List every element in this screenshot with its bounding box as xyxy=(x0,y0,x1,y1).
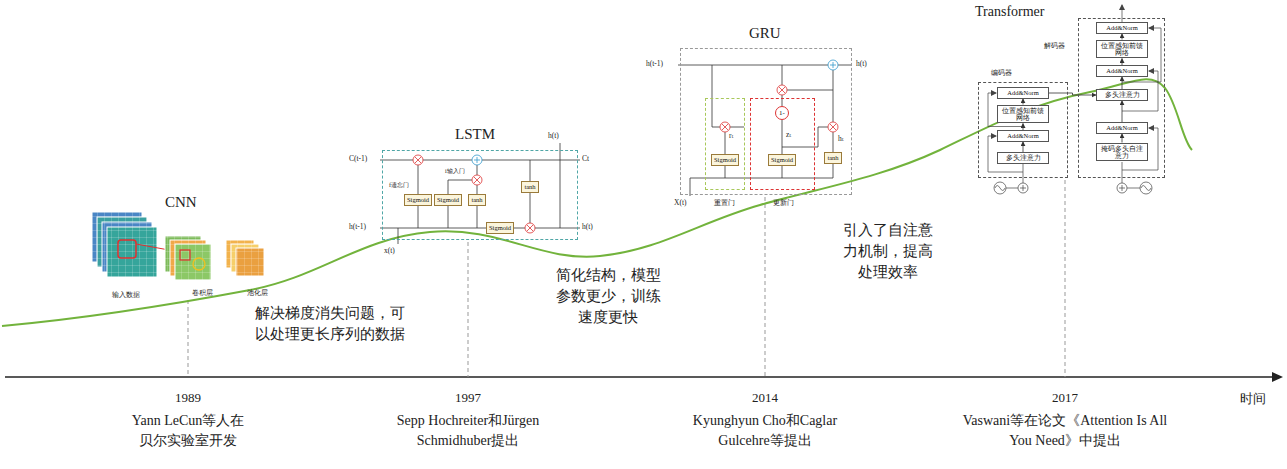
block-text: 多头注意力 xyxy=(1000,154,1046,161)
signal-name: h(t-1) xyxy=(646,59,663,68)
block-text: tanh xyxy=(827,154,838,161)
origin-note: Kyunghyun Cho和Caglar Gulcehre等提出 xyxy=(677,411,853,450)
cnn-layers xyxy=(92,212,264,280)
flow-arrow xyxy=(1122,59,1123,66)
add-norm: Add&Norm xyxy=(1096,22,1148,33)
layer-label: 输入数据 xyxy=(112,291,140,299)
block-text: 位置感知前馈网络 xyxy=(1000,107,1046,122)
origin-note: Vaswani等在论文《Attention Is All You Need》中提… xyxy=(962,411,1168,450)
block-text: tanh xyxy=(471,196,482,203)
timeline-axis xyxy=(5,180,1283,382)
block-text: Sigmoid xyxy=(714,156,736,163)
decoder: 解码器Add&Norm位置感知前馈网络Add&Norm多头注意力Add&Norm… xyxy=(1078,18,1165,178)
block-text: Sigmoid xyxy=(407,196,429,203)
sigmoid-box: Sigmoid xyxy=(434,194,462,205)
reset-gate: 重置门Sigmoid xyxy=(705,98,745,190)
model-title: CNN xyxy=(165,193,197,211)
block-text: Add&Norm xyxy=(1000,132,1046,139)
add-norm: Add&Norm xyxy=(1096,122,1148,133)
layer-label: 卷积层 xyxy=(192,289,213,297)
one-minus-op: 1- xyxy=(775,106,789,120)
signal-name: h(t) xyxy=(548,131,559,140)
gru-cell: GRU重置门Sigmoid更新门1-Sigmoidtanh xyxy=(680,48,852,195)
block-text: Sigmoid xyxy=(437,196,459,203)
update-gate: 更新门1-Sigmoid xyxy=(750,98,815,190)
flow-arrow xyxy=(1049,93,1096,95)
axis-label: 时间 xyxy=(1240,391,1266,407)
feed-forward: 位置感知前馈网络 xyxy=(1096,40,1148,59)
signal-name: hₜ xyxy=(838,134,844,143)
sigmoid-box: Sigmoid xyxy=(711,154,739,165)
gate-name: i输入门 xyxy=(445,168,465,175)
year: 1997 xyxy=(443,389,493,407)
gru-wiring xyxy=(678,60,852,196)
block-heading: 重置门 xyxy=(714,200,735,208)
signal-name: h(t) xyxy=(582,222,593,231)
flow-arrow xyxy=(1122,134,1123,143)
multi-head-attention: 多头注意力 xyxy=(997,152,1049,163)
block-text: 掩码多头自注意力 xyxy=(1099,145,1145,160)
lstm-wiring xyxy=(380,143,580,244)
block-text: Add&Norm xyxy=(1099,67,1145,74)
block-text: Sigmoid xyxy=(489,224,511,231)
tanh-box: tanh xyxy=(468,194,485,205)
sigmoid-box: Sigmoid xyxy=(768,154,796,165)
flow-arrow xyxy=(1023,124,1024,131)
block-heading: 解码器 xyxy=(1044,43,1065,51)
flow-arrow xyxy=(1122,77,1123,90)
block-text: 位置感知前馈网络 xyxy=(1099,42,1145,57)
signal-name: x(t) xyxy=(384,246,395,255)
flow-arrow xyxy=(1122,101,1123,123)
year: 2014 xyxy=(740,389,790,407)
add-norm: Add&Norm xyxy=(997,130,1049,141)
sigmoid-box: Sigmoid xyxy=(486,222,514,233)
add-norm: Add&Norm xyxy=(997,87,1049,98)
lstm-cell: LSTMSigmoidSigmoidtanhtanhSigmoid xyxy=(382,150,578,240)
block-heading: LSTM xyxy=(455,126,495,143)
multi-head-attention: 多头注意力 xyxy=(1096,89,1148,100)
signal-name: C(t-1) xyxy=(349,154,367,163)
block-text: tanh xyxy=(524,183,535,190)
origin-note: Sepp Hochreiter和Jürgen Schmidhuber提出 xyxy=(380,411,556,450)
feed-forward: 位置感知前馈网络 xyxy=(997,105,1049,124)
signal-name: h(t-1) xyxy=(349,222,366,231)
layer-label: 池化层 xyxy=(247,289,268,297)
transformer-wiring xyxy=(988,5,1161,194)
block-heading: 编码器 xyxy=(991,70,1012,78)
model-title: Transformer xyxy=(975,4,1044,21)
note: 解决梯度消失问题，可 以处理更长序列的数据 xyxy=(255,303,413,345)
note: 引入了自注意 力机制，提高 处理效率 xyxy=(838,220,938,283)
block-text: 1- xyxy=(779,109,785,117)
year: 2017 xyxy=(1040,389,1090,407)
sigmoid-box: Sigmoid xyxy=(404,194,432,205)
add-norm: Add&Norm xyxy=(1096,65,1148,76)
tanh-box: tanh xyxy=(521,181,538,192)
gate-name: f遗忘门 xyxy=(389,182,409,189)
signal-name: rₜ xyxy=(729,131,733,140)
signal-name: X(t) xyxy=(674,198,687,207)
flow-arrow xyxy=(1023,142,1024,153)
origin-note: Yann LeCun等人在 贝尔实验室开发 xyxy=(127,411,249,450)
signal-name: zₜ xyxy=(786,130,791,139)
block-heading: 更新门 xyxy=(773,200,794,208)
block-text: Add&Norm xyxy=(1099,124,1145,131)
masked-attention: 掩码多头自注意力 xyxy=(1096,143,1148,162)
encoder: 编码器Add&Norm位置感知前馈网络Add&Norm多头注意力 xyxy=(978,82,1068,178)
signal-name: h(t) xyxy=(856,59,867,68)
block-heading: GRU xyxy=(749,25,781,42)
block-text: Sigmoid xyxy=(771,156,793,163)
block-text: 多头注意力 xyxy=(1099,91,1145,98)
year: 1989 xyxy=(163,389,213,407)
signal-name: Ct xyxy=(582,154,589,163)
tanh-box: tanh xyxy=(824,152,841,163)
block-text: Add&Norm xyxy=(1000,89,1046,96)
note: 简化结构，模型 参数更少，训练 速度更快 xyxy=(552,265,664,328)
block-text: Add&Norm xyxy=(1099,24,1145,31)
